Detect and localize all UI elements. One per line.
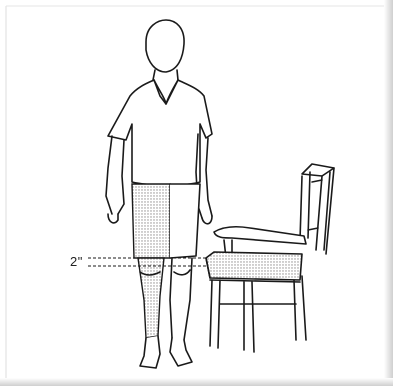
page-edge-bottom — [0, 378, 393, 386]
head — [146, 20, 184, 72]
measurement-label: 2" — [70, 254, 83, 269]
page-edge-right — [384, 0, 393, 386]
armchair — [206, 164, 334, 352]
shaded-leg — [132, 184, 170, 338]
